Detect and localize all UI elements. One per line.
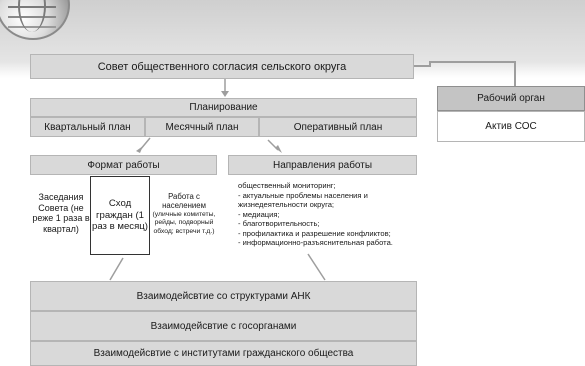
interaction-ank-label: Взаимодейсвтие со структурами АНК: [136, 290, 311, 302]
planning-box: Планирование: [30, 98, 417, 117]
work-format-header: Формат работы: [30, 155, 217, 175]
working-body-member-label: Актив СОС: [485, 121, 537, 132]
direction-item: - информационно-разъяснительная работа.: [238, 238, 393, 247]
plan-monthly: Месячный план: [145, 117, 259, 137]
population-work: Работа с населением (уличные комитеты, р…: [152, 174, 216, 254]
interaction-civil-society-label: Взаимодейсвтие с институтами гражданског…: [93, 348, 354, 359]
interaction-state-bodies: Взаимодейсвтие с госорганами: [30, 311, 417, 341]
plan-operative: Оперативный план: [259, 117, 417, 137]
plan-quarterly-label: Квартальный план: [44, 121, 131, 133]
interaction-civil-society: Взаимодейсвтие с институтами гражданског…: [30, 341, 417, 366]
direction-item: общественный мониторинг;: [238, 181, 336, 190]
working-body-member: Актив СОС: [437, 111, 585, 142]
plan-monthly-label: Месячный план: [165, 121, 239, 133]
plan-quarterly: Квартальный план: [30, 117, 145, 137]
work-directions-header: Направления работы: [228, 155, 417, 175]
working-body-label: Рабочий орган: [477, 93, 545, 104]
council-sessions-text: Заседания Совета (не реже 1 раза в кварт…: [32, 192, 90, 234]
working-body-title: Рабочий орган: [437, 86, 585, 111]
direction-item: жизнедеятельности округа;: [238, 200, 335, 209]
direction-item: - актуальные проблемы населения и: [238, 190, 368, 200]
interaction-ank: Взаимодейсвтие со структурами АНК: [30, 281, 417, 311]
plan-operative-label: Оперативный план: [293, 121, 383, 133]
council-title: Совет общественного согласия сельского о…: [97, 60, 347, 73]
work-format-title: Формат работы: [87, 159, 160, 171]
council-box: Совет общественного согласия сельского о…: [30, 54, 414, 79]
direction-item: - медиация;: [238, 209, 280, 219]
planning-title: Планирование: [189, 102, 258, 113]
citizens-gathering-text: Сход граждан (1 раз в месяц): [91, 198, 148, 233]
direction-item: - благотворительность;: [238, 219, 320, 228]
population-work-title: Работа с населением: [162, 191, 206, 211]
globe-icon: [0, 0, 70, 40]
citizens-gathering: Сход граждан (1 раз в месяц): [90, 176, 150, 255]
direction-item: - профилактика и разрешение конфликтов;: [238, 228, 391, 238]
council-sessions: Заседания Совета (не реже 1 раза в кварт…: [32, 178, 90, 248]
work-directions-list: общественный мониторинг; - актуальные пр…: [230, 176, 415, 256]
population-work-detail: (уличные комитеты, рейды, подворный обхо…: [152, 210, 216, 235]
interaction-state-bodies-label: Взаимодейсвтие с госорганами: [150, 320, 297, 332]
work-directions-title: Направления работы: [272, 159, 373, 171]
